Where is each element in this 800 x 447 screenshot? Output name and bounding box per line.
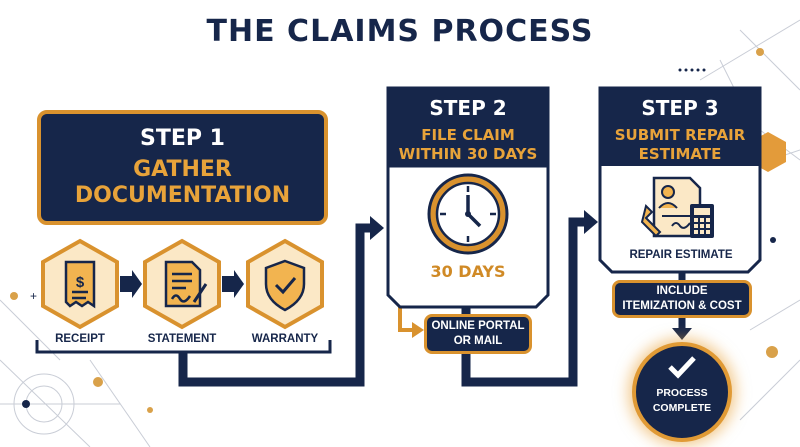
receipt-label: RECEIPT <box>55 333 105 345</box>
warranty-hexagon <box>246 238 324 330</box>
arrow-icon <box>222 270 244 298</box>
method-line2: OR MAIL <box>453 335 503 347</box>
connector-step1-step2 <box>178 223 372 387</box>
step2-number: STEP 2 <box>429 96 507 120</box>
step3-header: STEP 3 SUBMIT REPAIR ESTIMATE <box>600 88 760 164</box>
note-line2: ITEMIZATION & COST <box>622 300 742 312</box>
statement-hexagon <box>143 238 221 330</box>
complete-line2: COMPLETE <box>652 402 712 414</box>
statement-icon <box>164 260 208 308</box>
receipt-icon: $ <box>64 260 96 309</box>
note-line1: INCLUDE <box>656 285 708 297</box>
receipt-hexagon: $ <box>41 238 119 330</box>
itemization-note-box: INCLUDE ITEMIZATION & COST <box>612 280 752 318</box>
step2-name-line2: WITHIN 30 DAYS <box>398 145 538 163</box>
step2-name-line1: FILE CLAIM <box>421 126 515 144</box>
statement-label: STATEMENT <box>147 333 217 345</box>
clock-icon <box>427 173 509 255</box>
warranty-label: WARRANTY <box>251 333 319 345</box>
submission-method-box: ONLINE PORTAL OR MAIL <box>424 314 532 354</box>
process-complete-badge: PROCESS COMPLETE <box>632 342 732 442</box>
deadline-label: 30 DAYS <box>430 262 506 281</box>
step3-number: STEP 3 <box>641 96 719 120</box>
step1-name: GATHER DOCUMENTATION <box>74 157 291 208</box>
checkmark-icon <box>636 354 728 385</box>
step1-box: STEP 1 GATHER DOCUMENTATION <box>37 110 328 225</box>
step2-header: STEP 2 FILE CLAIM WITHIN 30 DAYS <box>388 88 548 164</box>
method-line1: ONLINE PORTAL <box>431 320 525 332</box>
complete-line1: PROCESS <box>656 387 708 399</box>
svg-text:+: + <box>30 289 37 303</box>
step3-name-line2: ESTIMATE <box>638 145 722 163</box>
repair-estimate-icon <box>640 176 714 238</box>
step3-name-line1: SUBMIT REPAIR <box>614 126 746 144</box>
arrow-icon <box>120 270 142 298</box>
decorative-dots <box>10 48 778 413</box>
repair-estimate-label: REPAIR ESTIMATE <box>629 249 733 261</box>
shield-check-icon <box>264 259 306 312</box>
svg-text:$: $ <box>76 274 85 291</box>
page-title: THE CLAIMS PROCESS <box>206 14 594 49</box>
step1-number: STEP 1 <box>140 126 225 151</box>
